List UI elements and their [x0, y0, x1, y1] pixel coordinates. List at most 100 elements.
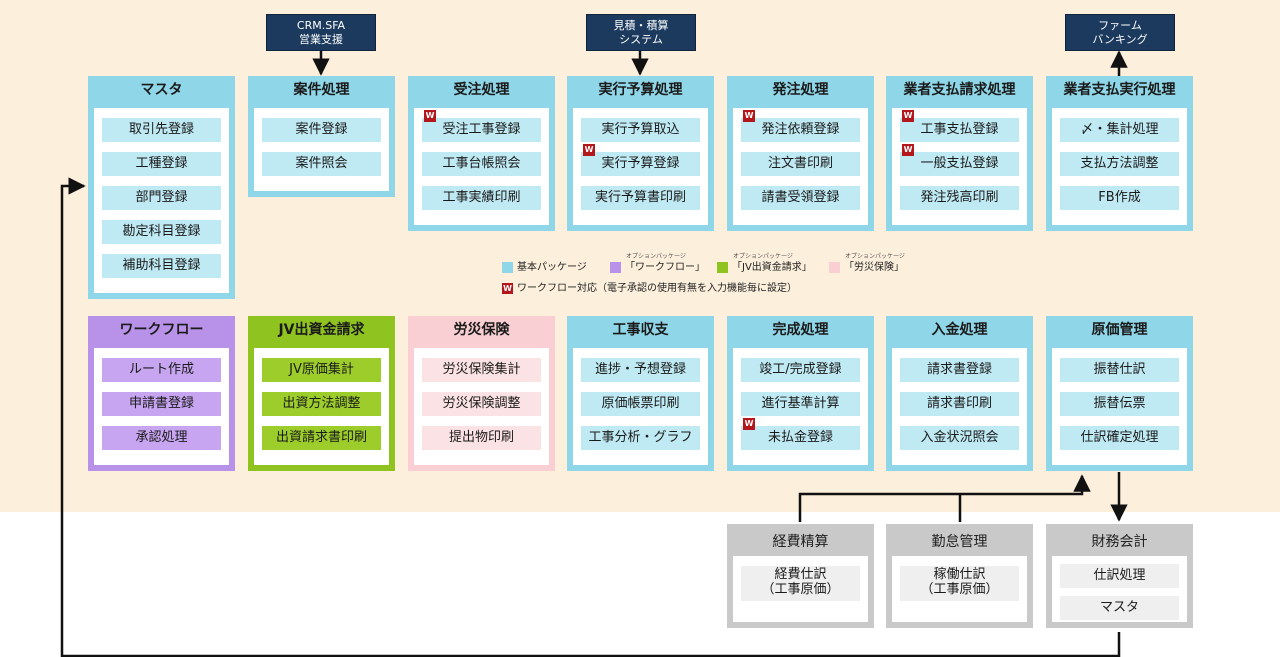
- function-item[interactable]: 請求書登録: [900, 358, 1019, 382]
- function-item[interactable]: 案件照会: [262, 152, 381, 176]
- function-item-label: 工事台帳照会: [442, 156, 521, 171]
- function-item-label: 申請書登録: [128, 396, 194, 411]
- module-title: JV出資金請求: [278, 322, 365, 338]
- workflow-badge-icon: W: [424, 110, 436, 122]
- function-item[interactable]: 竣工/完成登録: [741, 358, 860, 382]
- function-item[interactable]: 労災保険集計: [422, 358, 541, 382]
- function-item[interactable]: 工事台帳照会: [422, 152, 541, 176]
- legend-jv: オプションパッケージ 「JV出資金請求」: [717, 253, 812, 273]
- function-item[interactable]: 進行基準計算: [741, 392, 860, 416]
- module-title: 工事収支: [612, 322, 669, 338]
- function-item[interactable]: 実行予算取込: [581, 118, 700, 142]
- function-item-label: 支払方法調整: [1080, 156, 1159, 171]
- function-item-label: 案件照会: [295, 156, 348, 171]
- module-panel: 仕訳処理マスタ: [1052, 556, 1187, 622]
- function-item-label: 受注工事登録: [442, 122, 521, 137]
- function-item[interactable]: 請求書印刷: [900, 392, 1019, 416]
- function-item[interactable]: 部門登録: [102, 186, 221, 210]
- module-title: 入金処理: [931, 322, 988, 338]
- module-row2-6: 原価管理振替仕訳振替伝票仕訳確定処理: [1046, 316, 1193, 471]
- module-row2-5: 入金処理請求書登録請求書印刷入金状況照会: [886, 316, 1033, 471]
- module-title: 業者支払実行処理: [1063, 82, 1176, 98]
- function-item-label: 仕訳処理: [1093, 568, 1146, 583]
- module-title: 案件処理: [293, 82, 350, 98]
- module-row1-6: 業者支払実行処理〆・集計処理支払方法調整 FB作成: [1046, 76, 1193, 231]
- function-item[interactable]: 入金状況照会: [900, 426, 1019, 450]
- function-item[interactable]: 提出物印刷: [422, 426, 541, 450]
- function-item-label: 原価帳票印刷: [601, 396, 680, 411]
- module-title: 業者支払請求処理: [903, 82, 1016, 98]
- function-item[interactable]: 受注工事登録 W: [422, 110, 541, 142]
- function-item[interactable]: 工事実績印刷: [422, 186, 541, 210]
- function-item[interactable]: 振替仕訳: [1060, 358, 1179, 382]
- function-item-label: 労災保険集計: [442, 362, 521, 377]
- function-item[interactable]: 補助科目登録: [102, 254, 221, 278]
- module-panel: ルート作成申請書登録承認処理: [94, 348, 229, 465]
- legend-rousai: オプションパッケージ 「労災保険」: [829, 253, 905, 273]
- function-item-label: 出資請求書印刷: [275, 430, 367, 445]
- function-item[interactable]: ルート作成: [102, 358, 221, 382]
- function-item[interactable]: 仕訳確定処理: [1060, 426, 1179, 450]
- module-row3-2: 財務会計仕訳処理マスタ: [1046, 524, 1193, 628]
- function-item[interactable]: 経費仕訳 （工事原価）: [741, 566, 860, 601]
- function-item[interactable]: 工事分析・グラフ: [581, 426, 700, 450]
- module-row3-1: 勤怠管理稼働仕訳 （工事原価）: [886, 524, 1033, 628]
- module-row3-0: 経費精算経費仕訳 （工事原価）: [727, 524, 874, 628]
- function-item[interactable]: 請書受領登録: [741, 186, 860, 210]
- function-item[interactable]: 案件登録: [262, 118, 381, 142]
- firm-line2: バンキング: [1092, 32, 1148, 46]
- function-item-label: 〆・集計処理: [1080, 122, 1159, 137]
- function-item-label: 仕訳確定処理: [1080, 430, 1159, 445]
- workflow-badge-icon: W: [902, 110, 914, 122]
- module-row2-2: 労災保険労災保険集計労災保険調整提出物印刷: [408, 316, 555, 471]
- function-item[interactable]: マスタ: [1060, 596, 1179, 620]
- function-item[interactable]: 稼働仕訳 （工事原価）: [900, 566, 1019, 601]
- function-item[interactable]: 承認処理: [102, 426, 221, 450]
- function-item[interactable]: 原価帳票印刷: [581, 392, 700, 416]
- function-item[interactable]: 申請書登録: [102, 392, 221, 416]
- module-title: 受注処理: [453, 82, 510, 98]
- function-item-label: 入金状況照会: [920, 430, 999, 445]
- function-item[interactable]: FB作成: [1060, 186, 1179, 210]
- function-item[interactable]: 工種登録: [102, 152, 221, 176]
- module-row1-1: 案件処理案件登録案件照会: [248, 76, 395, 197]
- function-item[interactable]: 取引先登録: [102, 118, 221, 142]
- function-item-label: ルート作成: [128, 362, 194, 377]
- function-item[interactable]: 仕訳処理: [1060, 564, 1179, 588]
- legend-swatch-workflow: [610, 261, 621, 273]
- function-item[interactable]: 勘定科目登録: [102, 220, 221, 244]
- module-title: 発注処理: [772, 82, 829, 98]
- module-row1-2: 受注処理受注工事登録 W 工事台帳照会工事実績印刷: [408, 76, 555, 231]
- function-item[interactable]: 発注残高印刷: [900, 186, 1019, 210]
- legend-swatch-jv: [717, 261, 728, 273]
- function-item[interactable]: 出資請求書印刷: [262, 426, 381, 450]
- function-item[interactable]: 労災保険調整: [422, 392, 541, 416]
- function-item-label: 出資方法調整: [282, 396, 361, 411]
- module-panel: 進捗・予想登録原価帳票印刷工事分析・グラフ: [573, 348, 708, 465]
- function-item[interactable]: 進捗・予想登録: [581, 358, 700, 382]
- module-title: 財務会計: [1091, 534, 1148, 550]
- function-item[interactable]: 出資方法調整: [262, 392, 381, 416]
- function-item-label: マスタ: [1099, 600, 1139, 615]
- function-item[interactable]: JV原価集計: [262, 358, 381, 382]
- function-item-label: 注文書印刷: [767, 156, 833, 171]
- module-row2-0: ワークフロールート作成申請書登録承認処理: [88, 316, 235, 471]
- function-item-label: 稼働仕訳 （工事原価）: [920, 567, 999, 597]
- legend-rousai-label: 「労災保険」: [844, 262, 904, 273]
- function-item[interactable]: 振替伝票: [1060, 392, 1179, 416]
- function-item[interactable]: 注文書印刷: [741, 152, 860, 176]
- legend-workflow-label: 「ワークフロー」: [625, 262, 705, 273]
- function-item-label: 請求書登録: [926, 362, 992, 377]
- function-item[interactable]: 支払方法調整: [1060, 152, 1179, 176]
- function-item[interactable]: 〆・集計処理: [1060, 118, 1179, 142]
- legend-w-note-label: ワークフロー対応（電子承認の使用有無を入力機能毎に設定）: [517, 283, 797, 294]
- function-item[interactable]: 実行予算書印刷: [581, 186, 700, 210]
- function-item-label: 労災保険調整: [442, 396, 521, 411]
